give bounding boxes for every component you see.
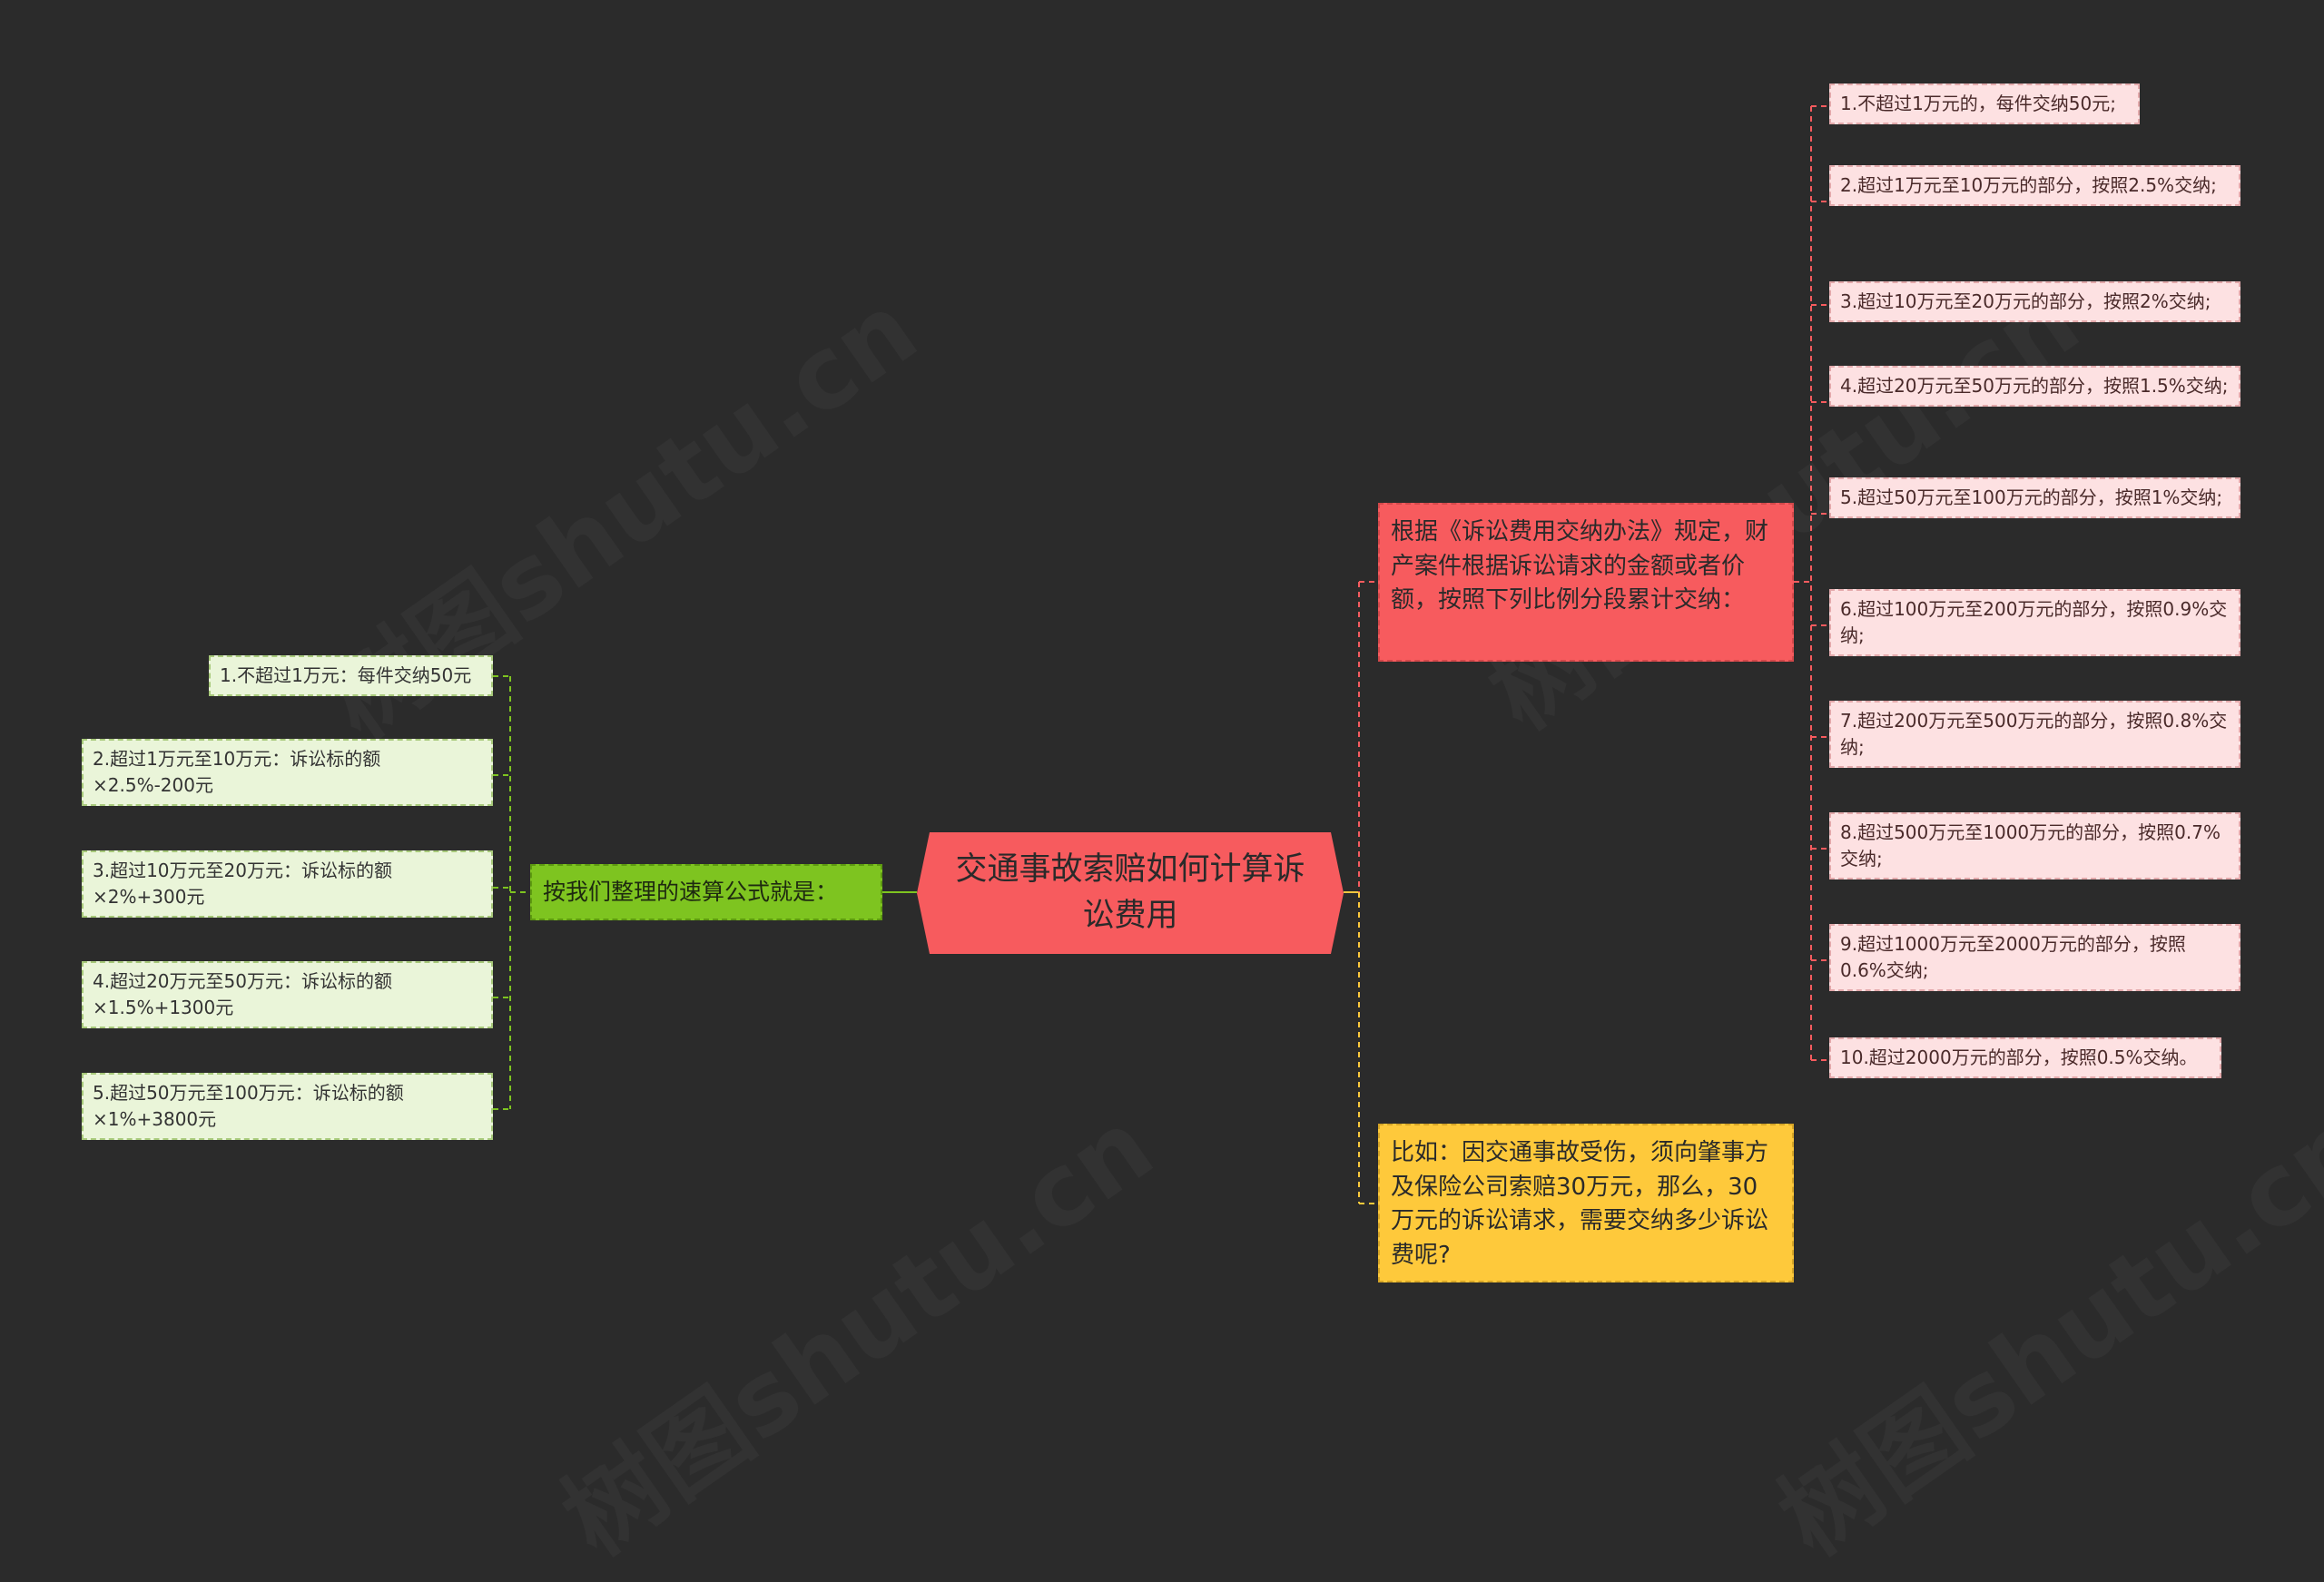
rule-item[interactable]: 6.超过100万元至200万元的部分，按照0.9%交纳; <box>1829 589 2240 656</box>
rule-item-text: 4.超过20万元至50万元的部分，按照1.5%交纳; <box>1840 375 2229 397</box>
rules-branch-label: 根据《诉讼费用交纳办法》规定，财产案件根据诉讼请求的金额或者价额，按照下列比例分… <box>1391 518 1769 614</box>
rule-item-text: 9.超过1000万元至2000万元的部分，按照0.6%交纳; <box>1840 933 2186 981</box>
rule-item-text: 6.超过100万元至200万元的部分，按照0.9%交纳; <box>1840 598 2228 646</box>
formula-item[interactable]: 4.超过20万元至50万元：诉讼标的额×1.5%+1300元 <box>82 961 493 1028</box>
formula-item[interactable]: 1.不超过1万元：每件交纳50元 <box>209 655 493 696</box>
connector-lines <box>493 105 1829 1204</box>
formula-item[interactable]: 2.超过1万元至10万元：诉讼标的额×2.5%-200元 <box>82 739 493 806</box>
rule-item-text: 3.超过10万元至20万元的部分，按照2%交纳; <box>1840 290 2211 312</box>
rule-item-text: 2.超过1万元至10万元的部分，按照2.5%交纳; <box>1840 174 2217 196</box>
rule-item-text: 8.超过500万元至1000万元的部分，按照0.7%交纳; <box>1840 821 2221 870</box>
formula-item-text: 2.超过1万元至10万元：诉讼标的额×2.5%-200元 <box>93 748 381 796</box>
rule-item[interactable]: 8.超过500万元至1000万元的部分，按照0.7%交纳; <box>1829 812 2240 879</box>
rules-branch-node[interactable]: 根据《诉讼费用交纳办法》规定，财产案件根据诉讼请求的金额或者价额，按照下列比例分… <box>1378 503 1794 662</box>
rule-item[interactable]: 2.超过1万元至10万元的部分，按照2.5%交纳; <box>1829 165 2240 206</box>
example-branch-label: 比如：因交通事故受伤，须向肇事方及保险公司索赔30万元，那么，30万元的诉讼请求… <box>1391 1139 1769 1270</box>
formula-item[interactable]: 5.超过50万元至100万元：诉讼标的额×1%+3800元 <box>82 1073 493 1140</box>
rule-item[interactable]: 3.超过10万元至20万元的部分，按照2%交纳; <box>1829 281 2240 322</box>
rule-item-text: 10.超过2000万元的部分，按照0.5%交纳。 <box>1840 1046 2198 1068</box>
formula-item-text: 5.超过50万元至100万元：诉讼标的额×1%+3800元 <box>93 1082 404 1130</box>
central-topic-text: 交通事故索赔如何计算诉讼费用 <box>955 851 1305 934</box>
rule-item[interactable]: 7.超过200万元至500万元的部分，按照0.8%交纳; <box>1829 701 2240 768</box>
formula-branch-label: 按我们整理的速算公式就是： <box>543 878 839 905</box>
rule-item[interactable]: 9.超过1000万元至2000万元的部分，按照0.6%交纳; <box>1829 924 2240 991</box>
formula-item[interactable]: 3.超过10万元至20万元：诉讼标的额×2%+300元 <box>82 850 493 918</box>
formula-item-text: 4.超过20万元至50万元：诉讼标的额×1.5%+1300元 <box>93 970 392 1018</box>
central-topic[interactable]: 交通事故索赔如何计算诉讼费用 <box>917 832 1344 954</box>
rule-item-text: 7.超过200万元至500万元的部分，按照0.8%交纳; <box>1840 710 2228 758</box>
rule-item[interactable]: 5.超过50万元至100万元的部分，按照1%交纳; <box>1829 477 2240 518</box>
formula-branch-node[interactable]: 按我们整理的速算公式就是： <box>530 864 882 920</box>
formula-item-text: 3.超过10万元至20万元：诉讼标的额×2%+300元 <box>93 860 392 908</box>
rule-item[interactable]: 10.超过2000万元的部分，按照0.5%交纳。 <box>1829 1037 2221 1078</box>
rule-item[interactable]: 1.不超过1万元的，每件交纳50元; <box>1829 84 2140 124</box>
rule-item-text: 1.不超过1万元的，每件交纳50元; <box>1840 93 2116 114</box>
formula-item-text: 1.不超过1万元：每件交纳50元 <box>220 664 472 686</box>
rule-item[interactable]: 4.超过20万元至50万元的部分，按照1.5%交纳; <box>1829 366 2240 407</box>
rule-item-text: 5.超过50万元至100万元的部分，按照1%交纳; <box>1840 486 2223 508</box>
example-branch-node[interactable]: 比如：因交通事故受伤，须向肇事方及保险公司索赔30万元，那么，30万元的诉讼请求… <box>1378 1124 1794 1282</box>
